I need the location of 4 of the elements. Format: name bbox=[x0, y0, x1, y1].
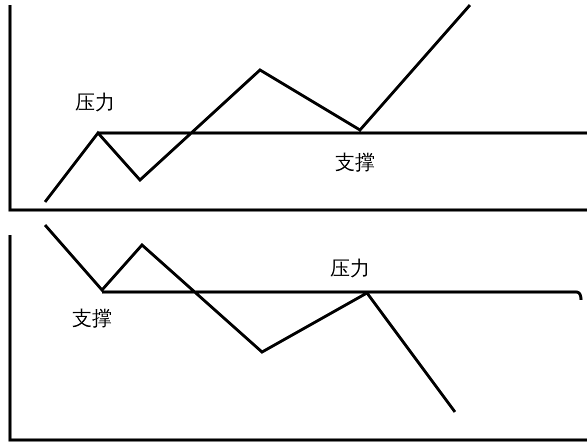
level-label: 压力 bbox=[75, 92, 115, 112]
level-label: 压力 bbox=[330, 258, 370, 278]
level-label: 支撑 bbox=[335, 152, 375, 172]
level-label: 支撑 bbox=[72, 308, 112, 328]
